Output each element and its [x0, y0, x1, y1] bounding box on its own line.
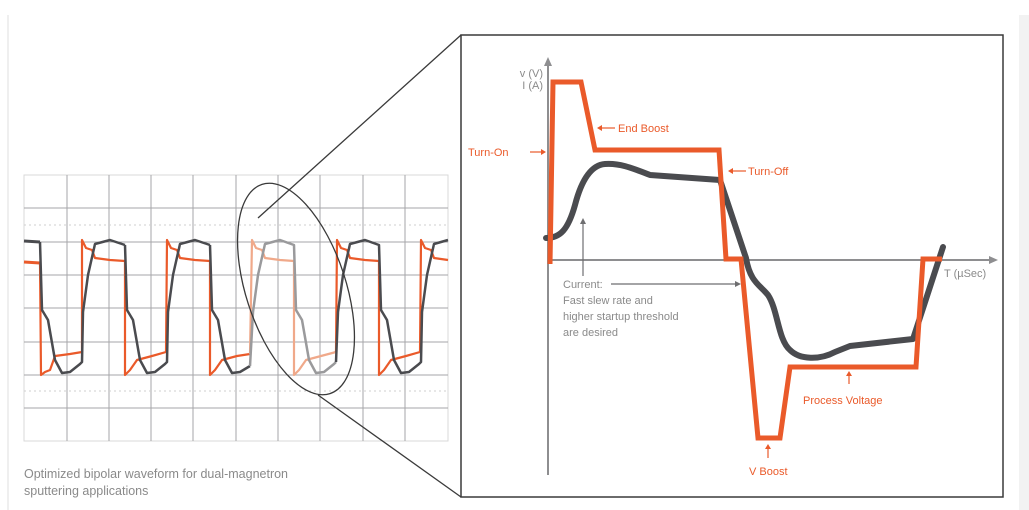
orange-annotations: Turn-On End Boost Turn-Off Process Volta…: [468, 123, 883, 478]
voltage-waveform: [547, 79, 942, 441]
magnifier-callout: [236, 34, 462, 498]
zoom-box: [460, 34, 1004, 498]
turn-on-label: Turn-On: [468, 147, 509, 159]
oscilloscope-grid: [23, 174, 449, 442]
current-annotation: Current: Fast slew rate and higher start…: [563, 218, 741, 339]
process-voltage-label: Process Voltage: [803, 395, 883, 407]
y-axis-label-voltage: v (V): [520, 68, 543, 80]
axes: [544, 57, 998, 475]
scope-traces: [23, 238, 449, 377]
v-boost-label: V Boost: [749, 466, 788, 478]
figure-caption: Optimized bipolar waveform for dual-magn…: [24, 466, 424, 500]
current-annotation-line4: are desired: [563, 327, 618, 339]
left-divider: [7, 15, 9, 510]
current-annotation-line2: Fast slew rate and: [563, 295, 653, 307]
x-axis-label-time: T (µSec): [944, 268, 986, 280]
current-waveform: [543, 160, 946, 361]
turn-off-label: Turn-Off: [748, 166, 789, 178]
caption-line-1: Optimized bipolar waveform for dual-magn…: [24, 467, 289, 481]
end-boost-label: End Boost: [618, 123, 669, 135]
current-annotation-line1: Current:: [563, 279, 603, 291]
y-axis-label-current: I (A): [522, 80, 543, 92]
current-annotation-line3: higher startup threshold: [563, 311, 679, 323]
caption-line-2: sputtering applications: [24, 484, 149, 498]
right-scroll-strip: [1019, 15, 1029, 510]
